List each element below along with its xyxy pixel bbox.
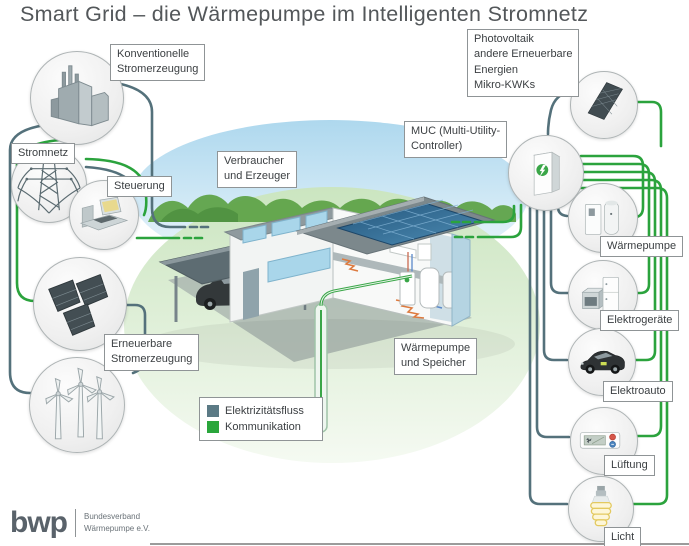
computer-icon [79, 196, 129, 231]
solar-roof [295, 196, 496, 255]
label-erneuerbare-stromerzeugung: Erneuerbare Stromerzeugung [104, 334, 200, 371]
bottom-rule [150, 543, 689, 545]
node-muc [508, 135, 584, 211]
controller-box-icon [533, 151, 561, 196]
label-elektroauto: Elektroauto [603, 381, 673, 403]
bwp-logo: bwp Bundesverband Wärmepumpe e.V. [10, 508, 150, 538]
label-waermepumpe-speicher: Wärmepumpe und Speicher [394, 338, 478, 375]
appliances-icon [581, 276, 619, 312]
solar-panels-icon [48, 273, 109, 336]
label-stromnetz: Stromnetz [11, 143, 76, 165]
node-licht [568, 476, 634, 542]
label-muc: MUC (Multi-Utility- Controller) [404, 121, 508, 158]
house-front [223, 207, 349, 323]
label-waermepumpe: Wärmepumpe [600, 236, 684, 258]
wind-turbines-icon [45, 367, 115, 440]
node-windturbines [29, 357, 125, 453]
label-konventionelle-stromerzeugung: Konventionelle Stromerzeugung [110, 44, 206, 81]
tree-line-dark [160, 207, 468, 222]
bwp-org-text: Bundesverband Wärmepumpe e.V. [84, 512, 150, 533]
electricity-lines [8, 80, 575, 506]
legend-label: Kommunikation [225, 421, 301, 433]
electricity-swatch-icon [207, 405, 219, 417]
bwp-brand-text: bwp [10, 506, 68, 539]
logo-divider [75, 509, 76, 537]
label-photovoltaik: Photovoltaik andere Erneuerbare Energien… [467, 29, 580, 97]
label-steuerung: Steuerung [107, 176, 172, 198]
page-title: Smart Grid – die Wärmepumpe im Intellige… [20, 2, 589, 26]
label-lueftung: Lüftung [604, 455, 655, 477]
communication-swatch-icon [207, 421, 219, 433]
glass-wall [451, 233, 471, 327]
node-konventionelle-stromerzeugung [30, 51, 124, 145]
ventilation-control-icon [579, 432, 621, 449]
heat-pump-unit [399, 267, 459, 309]
heat-pump-icon [584, 200, 619, 235]
node-elektroauto [568, 328, 636, 396]
label-verbraucher-erzeuger: Verbraucher und Erzeuger [217, 151, 298, 188]
legend-label: Elektrizitätsfluss [225, 405, 304, 417]
solar-panel-icon [587, 82, 623, 120]
power-plant-icon [50, 65, 109, 127]
bathtub [389, 243, 417, 259]
legend-item-communication: Kommunikation [207, 421, 315, 433]
floor-heating-pipes [341, 258, 359, 272]
node-photovoltaik [570, 71, 638, 139]
transmission-tower-icon [17, 159, 81, 214]
legend-item-electricity: Elektrizitätsfluss [207, 405, 315, 417]
label-elektrogeraete: Elektrogeräte [600, 310, 680, 332]
legend: Elektrizitätsfluss Kommunikation [199, 397, 323, 441]
cfl-bulb-icon [590, 485, 612, 527]
electric-car-icon [580, 350, 625, 374]
label-licht: Licht [604, 527, 642, 546]
